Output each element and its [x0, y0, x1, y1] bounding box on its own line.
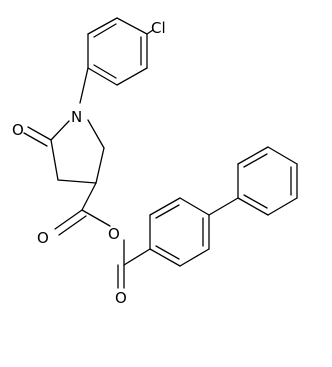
- bond: [267, 197, 298, 216]
- bond: [267, 146, 298, 165]
- ester-group: [54, 182, 111, 236]
- bond: [57, 179, 97, 184]
- atom-oxygen-ketone: O: [115, 289, 127, 307]
- bond: [237, 146, 269, 165]
- bond: [243, 194, 268, 209]
- atom-label-o-ketone: O: [115, 289, 127, 307]
- atom-label-n: N: [71, 108, 82, 126]
- bond-n-aryl: [79, 67, 89, 104]
- bond: [93, 23, 117, 38]
- bond: [58, 215, 87, 236]
- bond: [116, 67, 148, 86]
- bond: [179, 197, 210, 216]
- bond: [123, 248, 151, 266]
- atom-nitrogen: N: [71, 108, 82, 126]
- atom-oxygen-lactam: O: [12, 121, 24, 139]
- bond: [93, 64, 117, 79]
- bond: [50, 120, 70, 141]
- atom-label-o-lactam: O: [12, 121, 24, 139]
- bond: [87, 119, 105, 149]
- biphenyl-ring-1: [149, 197, 210, 267]
- keto-linker: [117, 239, 151, 289]
- bond: [243, 153, 268, 168]
- bond: [179, 248, 210, 267]
- lactam-carbonyl: [23, 126, 52, 147]
- atom-label-o-ester: O: [108, 225, 120, 243]
- atom-oxygen-ester: O: [108, 225, 120, 243]
- bond-biaryl: [208, 197, 239, 216]
- bond: [87, 17, 118, 35]
- bond: [23, 132, 48, 147]
- pyrrolidinone-ring: [50, 119, 105, 184]
- atom-label-o-ester-carbonyl: O: [37, 229, 49, 247]
- bond: [81, 182, 97, 211]
- bond-c-cl: [146, 29, 154, 35]
- bond: [155, 245, 180, 260]
- bond: [87, 67, 118, 86]
- atom-chlorine: Cl: [151, 19, 166, 37]
- bond: [149, 197, 181, 216]
- bond: [27, 126, 52, 141]
- bond: [81, 209, 111, 227]
- bond: [54, 209, 83, 230]
- bond: [50, 139, 59, 181]
- chlorophenyl-ring: [87, 17, 148, 86]
- bond: [95, 147, 105, 184]
- atom-oxygen-ester-carbonyl: O: [37, 229, 49, 247]
- bond: [116, 17, 148, 35]
- bond: [155, 204, 180, 219]
- bond: [149, 248, 181, 267]
- atom-label-cl: Cl: [151, 19, 166, 37]
- bond: [237, 197, 269, 216]
- biphenyl-ring-2: [237, 146, 298, 216]
